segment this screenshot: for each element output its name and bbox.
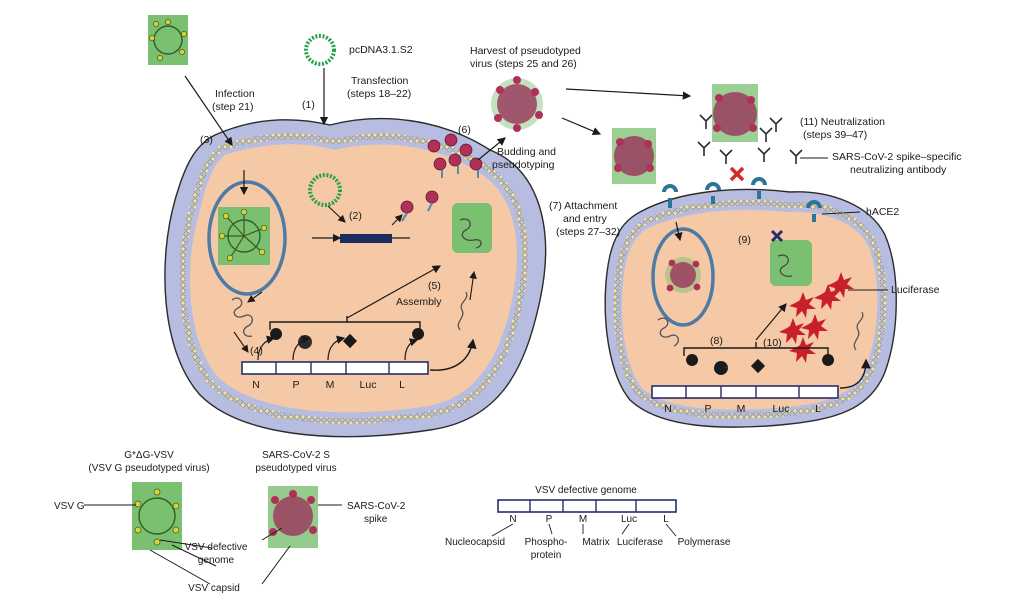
legend-gdg-title-1: G*ΔG-VSV (124, 450, 174, 461)
right-genome-label-m: M (737, 403, 746, 415)
legend-capsid: VSV capsid (188, 583, 240, 594)
left-cell-lipid-bilayer (179, 133, 528, 424)
hace2-label: hACE2 (866, 206, 899, 218)
neutralization-label-2: (steps 39–47) (803, 129, 867, 141)
legend-sars-title-2: pseudotyped virus (255, 463, 336, 474)
assembled-particle-icon (452, 203, 492, 253)
step-9: (9) (738, 234, 751, 246)
ace2-receptor-icon (662, 177, 822, 222)
spike-protein-icon (400, 190, 439, 222)
legend-gene-polymerase: Polymerase (678, 537, 731, 548)
legend-marker-l: L (663, 514, 669, 525)
right-genome (651, 385, 839, 399)
left-genome-label-m: M (326, 379, 335, 391)
legend-gene-phospho: Phospho- (525, 537, 568, 548)
left-genome-label-luc: Luc (360, 379, 377, 391)
blocked-x-icon (770, 229, 784, 243)
harvest-label-1: Harvest of pseudotyped (470, 45, 581, 57)
step-3: (3) (200, 134, 213, 146)
virus-particle-icon (712, 84, 758, 142)
dna-bar (340, 234, 392, 243)
plasmid-ring-icon (308, 173, 342, 207)
legend-gene-nucleocapsid: Nucleocapsid (445, 537, 505, 548)
harvest-label-2: virus (steps 25 and 26) (470, 58, 577, 70)
antibody-label-1: SARS-CoV-2 spike–specific (832, 151, 962, 163)
legend-marker-p: P (546, 514, 553, 525)
left-genome (241, 361, 429, 375)
legend-sars-title-1: SARS-CoV-2 S (262, 450, 330, 461)
left-genome-label-n: N (252, 379, 260, 391)
step-5: (5) (428, 280, 441, 292)
step-6: (6) (458, 124, 471, 136)
step-2: (2) (349, 210, 362, 222)
legend-gene-matrix: Matrix (582, 537, 609, 548)
legend-marker-luc: Luc (621, 514, 637, 525)
luciferase-label: Luciferase (891, 284, 940, 296)
infection-label-2: (step 21) (212, 101, 253, 113)
legend-sars-spike-2: spike (364, 514, 388, 525)
legend-genome-title: VSV defective genome (535, 485, 637, 496)
protein-icon (686, 354, 835, 375)
step-8: (8) (710, 335, 723, 347)
legend-defective-1: VSV defective (185, 542, 248, 553)
legend: G*ΔG-VSV (VSV G pseudotyped virus) SARS-… (54, 450, 731, 594)
assembled-particle-icon (770, 240, 812, 286)
neutralization-label-1: (11) Neutralization (800, 116, 885, 128)
step-1: (1) (302, 99, 315, 111)
left-genome-label-l: L (399, 379, 405, 391)
virus-particle-icon (148, 15, 188, 65)
legend-gdg-title-2: (VSV G pseudotyped virus) (88, 463, 209, 474)
right-genome-label-luc: Luc (773, 403, 790, 415)
budding-spikes (427, 133, 483, 178)
virus-particle-icon (268, 486, 318, 548)
legend-vsv-g: VSV G (54, 501, 85, 512)
attachment-label-1: (7) Attachment (549, 200, 617, 212)
virus-particle-icon (132, 482, 182, 550)
attachment-label-3: (steps 27–32) (556, 226, 620, 238)
transfection-label-1: Transfection (351, 75, 409, 87)
budding-label-2: pseudotyping (492, 159, 555, 171)
antibody-label-2: neutralizing antibody (850, 164, 947, 176)
step-10: (10) (763, 337, 782, 349)
virus-particle-icon (612, 128, 656, 184)
left-cell: N P M Luc L (164, 117, 547, 438)
legend-genome-bar (497, 499, 677, 513)
legend-marker-n: N (509, 514, 516, 525)
budding-label-1: Budding and (497, 146, 556, 158)
assembly-label: Assembly (396, 296, 442, 308)
right-cell-lipid-bilayer (613, 200, 887, 419)
plasmid-label: pcDNA3.1.S2 (349, 44, 413, 56)
legend-sars-spike-1: SARS-CoV-2 (347, 501, 406, 512)
antibody-icon (697, 114, 803, 164)
right-genome-label-l: L (815, 403, 821, 415)
plasmid-ring-icon (304, 34, 336, 66)
virus-particle-icon (491, 76, 543, 132)
rna-strand-icon (657, 317, 679, 347)
infection-label-1: Infection (215, 88, 255, 100)
rna-strand-icon (231, 297, 253, 337)
legend-gene-luciferase: Luciferase (617, 537, 664, 548)
luciferase-star-icon (779, 272, 854, 363)
neutralization-x-icon (729, 166, 745, 182)
legend-marker-m: M (579, 514, 587, 525)
step-4: (4) (250, 345, 263, 357)
right-genome-label-p: P (704, 403, 711, 415)
transfection-label-2: (steps 18–22) (347, 88, 411, 100)
left-genome-label-p: P (292, 379, 299, 391)
legend-gene-phospho-2: protein (531, 550, 562, 561)
attachment-label-2: and entry (563, 213, 608, 225)
virus-particle-icon (665, 257, 701, 293)
virus-particle-icon (218, 207, 270, 265)
right-cell: N P M Luc L (604, 177, 897, 428)
right-genome-label-n: N (664, 403, 672, 415)
legend-defective-2: genome (198, 555, 235, 566)
